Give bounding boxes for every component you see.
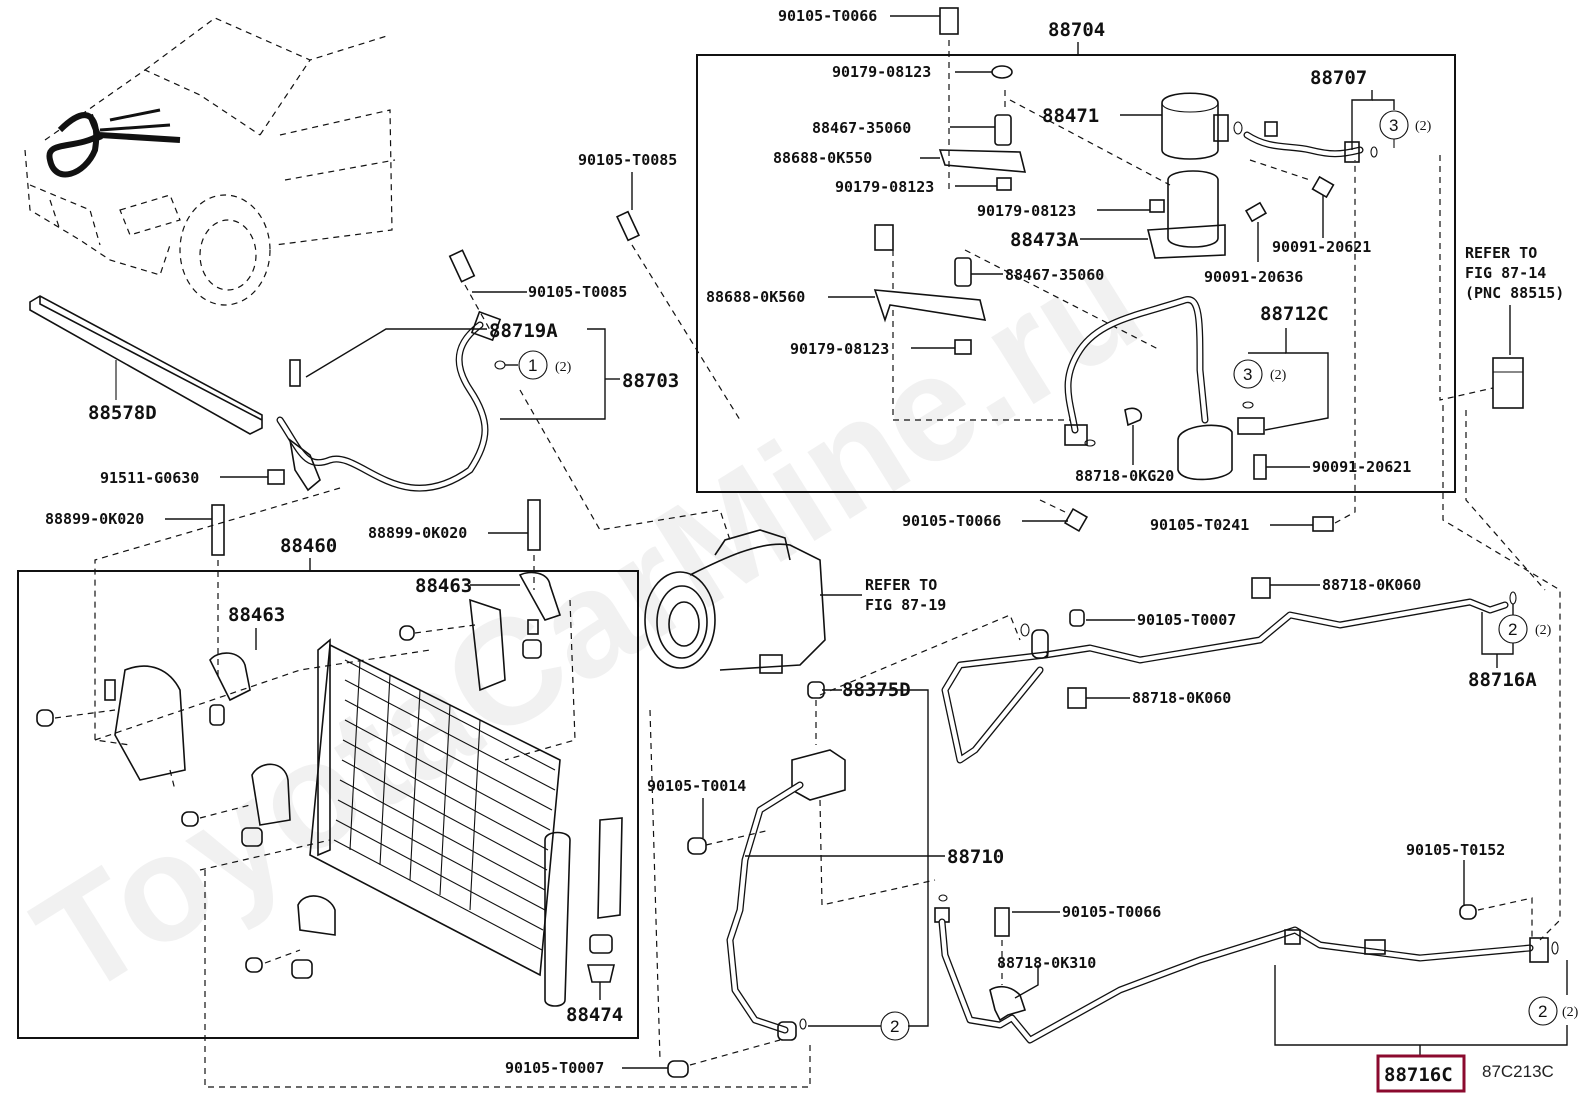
refer-note-fig-87-14[interactable]: FIG 87-14 — [1465, 264, 1546, 282]
part-label-90105-T0085-upper[interactable]: 90105-T0085 — [578, 151, 677, 169]
liquid-pipe-88710 — [687, 681, 936, 1041]
part-label-90105-T0066-top[interactable]: 90105-T0066 — [778, 7, 877, 25]
refer-note-fig-87-19[interactable]: REFER TO — [865, 576, 937, 594]
bolt-icon — [1312, 516, 1334, 532]
group-label-88704[interactable]: 88704 — [1048, 19, 1105, 41]
bolt-icon — [1459, 904, 1477, 920]
suction-pipe-88716A — [941, 577, 1517, 764]
group-label-88460[interactable]: 88460 — [280, 535, 337, 557]
part-label-90105-T0066-mid[interactable]: 90105-T0066 — [902, 512, 1001, 530]
callout-circle — [880, 1011, 910, 1041]
discharge-hose-88703 — [276, 249, 731, 541]
part-label-90105-T0007-lower[interactable]: 90105-T0007 — [505, 1059, 604, 1077]
group-box-88704 — [696, 54, 1456, 493]
part-label-90105-T0152[interactable]: 90105-T0152 — [1406, 841, 1505, 859]
bolt-icon — [267, 469, 285, 485]
part-label-88718-0K310[interactable]: 88718-0K310 — [997, 954, 1096, 972]
part-label-90091-20621-upper[interactable]: 90091-20621 — [1272, 238, 1371, 256]
part-label-90105-T0085-lower[interactable]: 90105-T0085 — [528, 283, 627, 301]
bolt-icon — [687, 837, 707, 855]
bolt-icon — [994, 907, 1010, 937]
callout-circle — [518, 350, 548, 380]
bolt-icon — [1063, 507, 1089, 533]
part-label-88471[interactable]: 88471 — [1042, 105, 1099, 127]
part-label-88474[interactable]: 88474 — [566, 1004, 623, 1026]
part-label-88899-0K020-right[interactable]: 88899-0K020 — [368, 524, 467, 542]
part-label-91511-G0630[interactable]: 91511-G0630 — [100, 469, 199, 487]
callout-quantity: (2) — [1535, 623, 1552, 638]
part-label-88688-0K550[interactable]: 88688-0K550 — [773, 149, 872, 167]
bracket-assembly-88704 — [828, 65, 1378, 481]
callout-number: 2 — [890, 1017, 899, 1036]
group-label-88716A[interactable]: 88716A — [1468, 669, 1537, 691]
vehicle-location-sketch — [24, 17, 396, 306]
callout-quantity: (2) — [1562, 1005, 1579, 1020]
callout-number: 3 — [1389, 116, 1398, 135]
part-label-90179-08123-b[interactable]: 90179-08123 — [835, 178, 934, 196]
group-label-88712C[interactable]: 88712C — [1260, 303, 1329, 325]
part-label-90179-08123-d[interactable]: 90179-08123 — [790, 340, 889, 358]
bolt-icon — [667, 1060, 689, 1078]
callout-number: 3 — [1243, 365, 1252, 384]
part-label-90105-T0014[interactable]: 90105-T0014 — [647, 777, 746, 795]
part-label-88375D[interactable]: 88375D — [842, 679, 911, 701]
callout-quantity: (2) — [1270, 368, 1287, 383]
refer-note-fig-87-19[interactable]: FIG 87-19 — [865, 596, 946, 614]
figure-code: 87C213C — [1482, 1062, 1554, 1081]
group-label-88707[interactable]: 88707 — [1310, 67, 1367, 89]
callout-circle — [1528, 996, 1558, 1026]
part-label-90179-08123-a[interactable]: 90179-08123 — [832, 63, 931, 81]
highlight-box-88716C — [1376, 1054, 1466, 1093]
callout-number: 2 — [1508, 620, 1517, 639]
part-label-90091-20636[interactable]: 90091-20636 — [1204, 268, 1303, 286]
part-label-88718-0K060-upper[interactable]: 88718-0K060 — [1322, 576, 1421, 594]
refer-note-fig-87-14[interactable]: (PNC 88515) — [1465, 284, 1564, 302]
bolt-icon — [527, 499, 541, 551]
part-label-90091-20621-lower[interactable]: 90091-20621 — [1312, 458, 1411, 476]
pipe-88716C — [934, 894, 1559, 1044]
callout-quantity: (2) — [1415, 119, 1432, 134]
part-label-88719A[interactable]: 88719A — [489, 320, 558, 342]
expansion-valve-88515 — [1492, 357, 1524, 409]
callout-number: 2 — [1538, 1002, 1547, 1021]
condenser-assembly — [36, 571, 811, 1088]
part-label-88718-0KG20[interactable]: 88718-0KG20 — [1075, 467, 1174, 485]
part-label-88467-35060-a[interactable]: 88467-35060 — [812, 119, 911, 137]
part-label-88710[interactable]: 88710 — [947, 846, 1004, 868]
bolt-icon — [1069, 609, 1085, 627]
bolt-icon — [211, 504, 225, 556]
group-label-88703[interactable]: 88703 — [622, 370, 679, 392]
group-box-88460 — [17, 570, 639, 1039]
seal-strip-88578D — [29, 295, 263, 435]
part-label-88463-left[interactable]: 88463 — [228, 604, 285, 626]
part-label-88578D[interactable]: 88578D — [88, 402, 157, 424]
part-label-88899-0K020-left[interactable]: 88899-0K020 — [45, 510, 144, 528]
part-label-90105-T0066-lower[interactable]: 90105-T0066 — [1062, 903, 1161, 921]
part-label-90179-08123-c[interactable]: 90179-08123 — [977, 202, 1076, 220]
callout-number: 1 — [528, 356, 537, 375]
callout-circle — [1233, 359, 1263, 389]
part-label-88463-right[interactable]: 88463 — [415, 575, 472, 597]
compressor — [644, 529, 826, 674]
bolt-icon — [1253, 454, 1267, 480]
part-label-88467-35060-b[interactable]: 88467-35060 — [1005, 266, 1104, 284]
part-label-88473A[interactable]: 88473A — [1010, 229, 1079, 251]
refer-note-fig-87-14[interactable]: REFER TO — [1465, 244, 1537, 262]
part-label-90105-T0007-upper[interactable]: 90105-T0007 — [1137, 611, 1236, 629]
bolt-icon — [939, 7, 959, 35]
bolt-icon — [616, 210, 640, 242]
callout-quantity: (2) — [555, 360, 572, 375]
part-label-88688-0K560[interactable]: 88688-0K560 — [706, 288, 805, 306]
group-label-88716C[interactable]: 88716C — [1384, 1064, 1453, 1086]
part-label-88718-0K060-lower[interactable]: 88718-0K060 — [1132, 689, 1231, 707]
part-label-90105-T0241[interactable]: 90105-T0241 — [1150, 516, 1249, 534]
